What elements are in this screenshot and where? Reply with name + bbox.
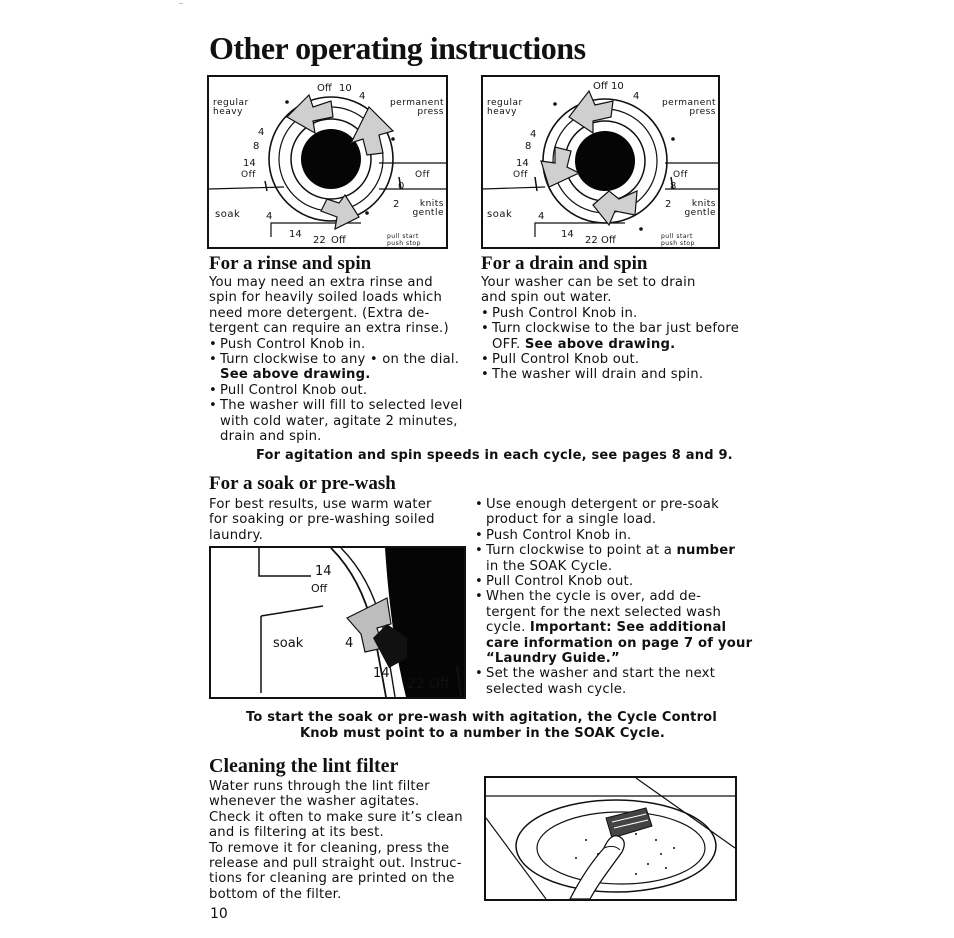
soak-step-1: Use enough detergent or pre-soak	[475, 497, 745, 512]
lint-filter-illustration	[484, 776, 737, 901]
drain-step-3: Pull Control Knob out.	[481, 352, 743, 367]
lint-text: Water runs through the lint filter whene…	[209, 779, 463, 902]
soak-step-5: When the cycle is over, add de-	[475, 589, 745, 604]
label-off-left: Off	[241, 170, 256, 180]
drain-step-2-cont: OFF. See above drawing.	[492, 336, 676, 352]
label-soak: soak	[215, 209, 241, 220]
dial-number-14-bottom: 14	[561, 229, 574, 240]
soak-step-2: Push Control Knob in.	[475, 528, 745, 543]
closeup-number-4: 4	[345, 636, 354, 651]
rinse-text: You may need an extra rinse and spin for…	[209, 275, 471, 444]
lint-heading: Cleaning the lint filter	[209, 755, 399, 777]
soak-intro: For best results, use warm water for soa…	[209, 497, 435, 543]
rinse-step-2: Turn clockwise to any • on the dial.	[209, 352, 471, 367]
dial-drawing	[483, 89, 718, 237]
rinse-heading: For a rinse and spin	[209, 253, 372, 274]
drain-step-1: Push Control Knob in.	[481, 306, 743, 321]
label-off-right: Off	[673, 170, 688, 180]
label-soak: soak	[487, 209, 513, 220]
soak-note-line-1: To start the soak or pre-wash with agita…	[246, 710, 717, 725]
drain-step-4: The washer will drain and spin.	[481, 367, 743, 382]
dial-number-4-bottom: 4	[538, 211, 545, 222]
soak-step-6: Set the washer and start the next	[475, 666, 745, 681]
label-off-right: Off	[415, 170, 430, 180]
dial-number-off-bottom: Off	[331, 235, 346, 246]
rinse-step-4: The washer will fill to selected level	[209, 398, 471, 413]
dial-number-4-top: 4	[359, 91, 366, 102]
rinse-step-1: Push Control Knob in.	[209, 337, 471, 352]
dial-number-4-bottom: 4	[266, 211, 273, 222]
dial-number-off-bottom: Off	[601, 235, 616, 246]
dial-number-2: 2	[393, 199, 400, 210]
drain-step-2: Turn clockwise to the bar just before	[481, 321, 743, 336]
closeup-number-14-bottom: 14	[373, 666, 390, 681]
closeup-soak: soak	[273, 636, 304, 651]
soak-note-line-2: Knob must point to a number in the SOAK …	[300, 726, 666, 741]
corner-mark: ~	[178, 0, 184, 8]
page-title: Other operating instructions	[209, 30, 586, 66]
dial-number-10: 10	[339, 83, 352, 94]
closeup-off-bottom: Off	[429, 676, 450, 692]
rinse-step-3: Pull Control Knob out.	[209, 383, 471, 398]
soak-step-4: Pull Control Knob out.	[475, 574, 745, 589]
label-off-left: Off	[513, 170, 528, 180]
soak-steps: Use enough detergent or pre-soak product…	[475, 497, 752, 697]
dial-number-10: 10	[611, 81, 624, 92]
dial-number-8-right: 8	[670, 181, 677, 192]
drain-heading: For a drain and spin	[481, 253, 648, 274]
dial-number-off-top: Off	[593, 81, 608, 92]
closeup-off: Off	[311, 582, 328, 595]
dial-number-8: 8	[525, 141, 532, 152]
agitation-note: For agitation and spin speeds in each cy…	[256, 448, 733, 463]
closeup-drawing	[258, 548, 464, 697]
dial-number-4-left: 4	[258, 127, 265, 138]
dial-number-2: 2	[665, 199, 672, 210]
closeup-number-14: 14	[315, 564, 332, 579]
washer-drawing	[486, 778, 735, 899]
dial-number-4-left: 4	[530, 129, 537, 140]
dial-number-22: 22	[313, 235, 326, 246]
dial-number-0: 0	[398, 181, 405, 192]
dial-number-22: 22	[585, 235, 598, 246]
soak-heading: For a soak or pre-wash	[209, 473, 396, 494]
soak-dial-closeup: 14 Off soak 4 14 22 Off	[209, 546, 466, 699]
page-number: 10	[210, 906, 228, 922]
dial-number-14-bottom: 14	[289, 229, 302, 240]
dial-number-4-top: 4	[633, 91, 640, 102]
dial-number-8: 8	[253, 141, 260, 152]
dial-number-14-left: 14	[516, 158, 529, 169]
drain-text: Your washer can be set to drain and spin…	[481, 275, 743, 383]
dial-number-14-left: 14	[243, 158, 256, 169]
rinse-step-2-note: See above drawing.	[220, 367, 371, 383]
dial-drawing	[209, 93, 446, 237]
closeup-number-22: 22	[407, 676, 425, 692]
dial-number-off-top: Off	[317, 83, 332, 94]
soak-step-3: Turn clockwise to point at a number	[475, 543, 745, 558]
